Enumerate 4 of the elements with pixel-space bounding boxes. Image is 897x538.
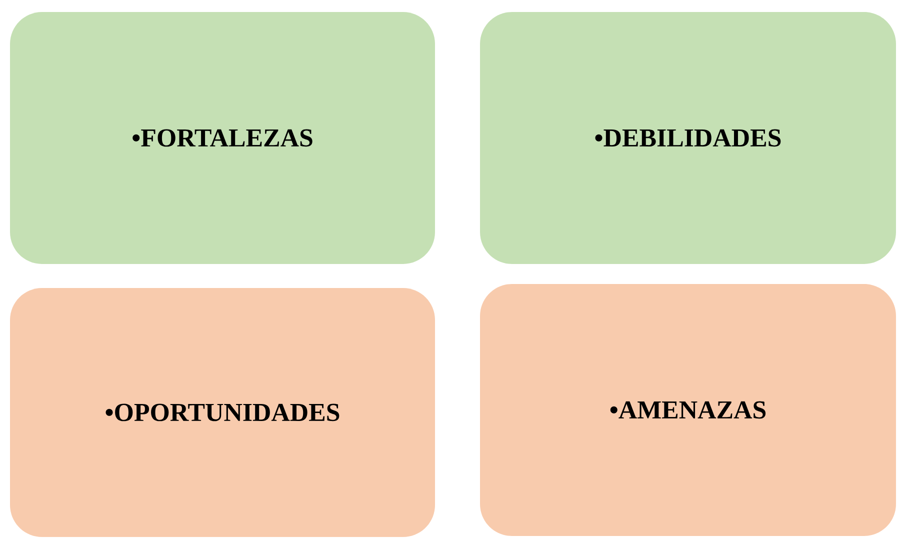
swot-box: •AMENAZAS xyxy=(480,284,896,536)
swot-box: •OPORTUNIDADES xyxy=(10,288,435,537)
swot-box: •FORTALEZAS xyxy=(10,12,435,264)
swot-box: •DEBILIDADES xyxy=(480,12,896,264)
